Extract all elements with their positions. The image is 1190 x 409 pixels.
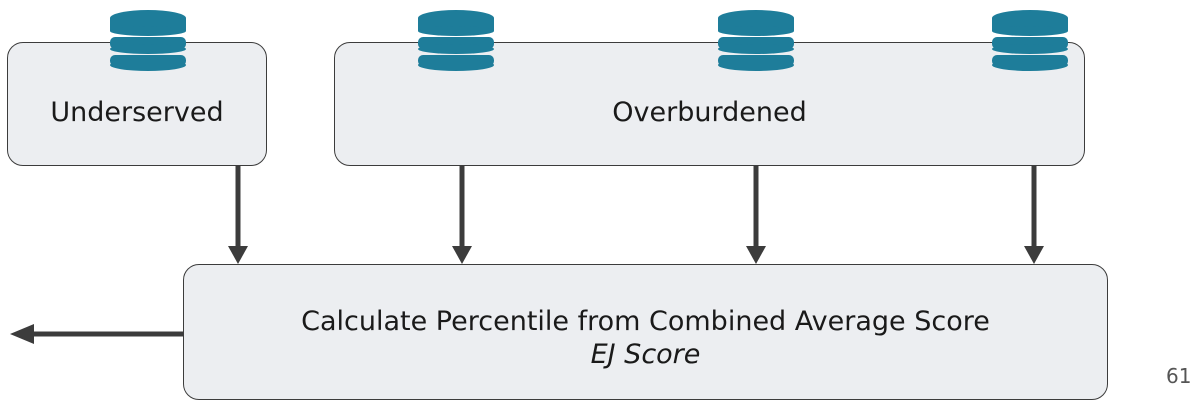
- calculation-label: Calculate Percentile from Combined Avera…: [301, 306, 990, 337]
- overburdened-label: Overburdened: [612, 97, 807, 128]
- arrowhead-output: [10, 324, 34, 344]
- calculation-box: Calculate Percentile from Combined Avera…: [183, 264, 1108, 400]
- database-icon: [418, 10, 494, 71]
- arrowhead-overburdened-1: [452, 246, 472, 264]
- database-icon: [718, 10, 794, 71]
- arrowhead-overburdened-3: [1024, 246, 1044, 264]
- underserved-label: Underserved: [50, 97, 224, 128]
- page-number: 61: [1166, 364, 1190, 388]
- database-icon: [110, 10, 186, 71]
- database-icon: [992, 10, 1068, 71]
- ej-score-label: EJ Score: [590, 339, 701, 370]
- arrowhead-overburdened-2: [746, 246, 766, 264]
- overburdened-box: Overburdened: [334, 42, 1085, 166]
- arrowhead-underserved: [228, 246, 248, 264]
